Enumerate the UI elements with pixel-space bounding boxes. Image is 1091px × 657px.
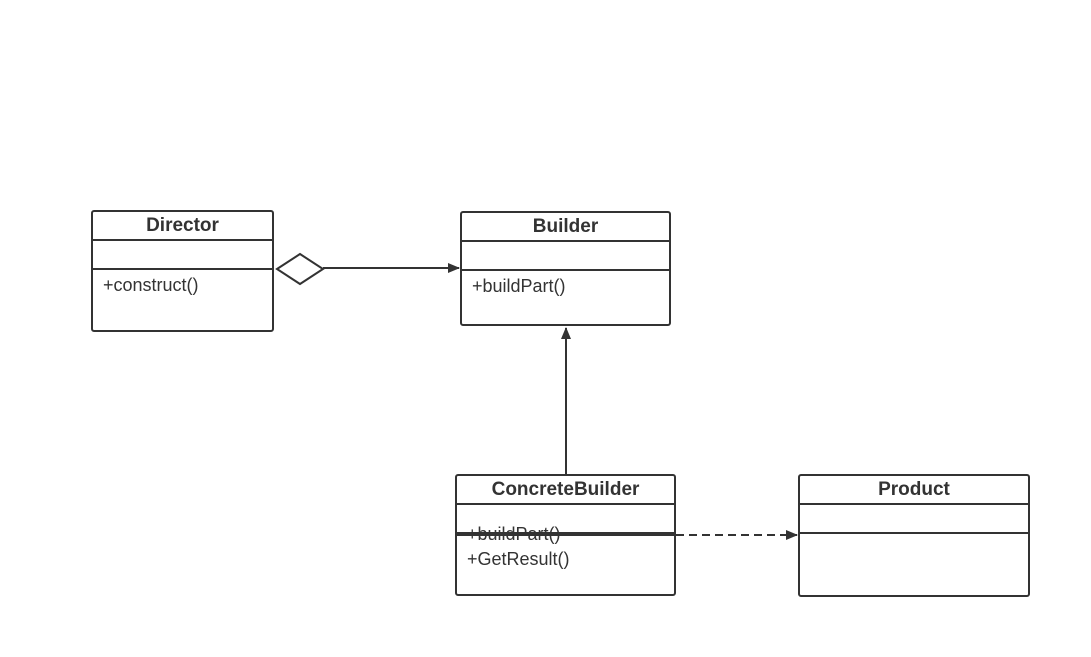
operation: +buildPart()	[472, 276, 566, 296]
aggregation-connector	[275, 252, 460, 286]
operation: +construct()	[103, 275, 199, 295]
class-operations: +construct()	[93, 270, 272, 298]
class-attributes	[457, 505, 674, 534]
class-attributes	[462, 242, 669, 271]
class-director[interactable]: Director +construct()	[91, 210, 274, 332]
class-builder[interactable]: Builder +buildPart()	[460, 211, 671, 326]
class-attributes	[93, 241, 272, 270]
class-name: Director	[93, 212, 272, 241]
operation: +buildPart()	[467, 524, 561, 544]
aggregation-diamond	[275, 252, 325, 286]
class-product[interactable]: Product	[798, 474, 1030, 597]
class-concrete-builder[interactable]: ConcreteBuilder +buildPart() +GetResult(…	[455, 474, 676, 596]
class-operations: +buildPart()	[462, 271, 669, 299]
class-operations: +buildPart() +GetResult()	[457, 522, 674, 572]
class-name: ConcreteBuilder	[457, 476, 674, 505]
class-name: Builder	[462, 213, 669, 242]
operation: +GetResult()	[467, 549, 570, 569]
class-name: Product	[800, 476, 1028, 505]
class-attributes	[800, 505, 1028, 534]
